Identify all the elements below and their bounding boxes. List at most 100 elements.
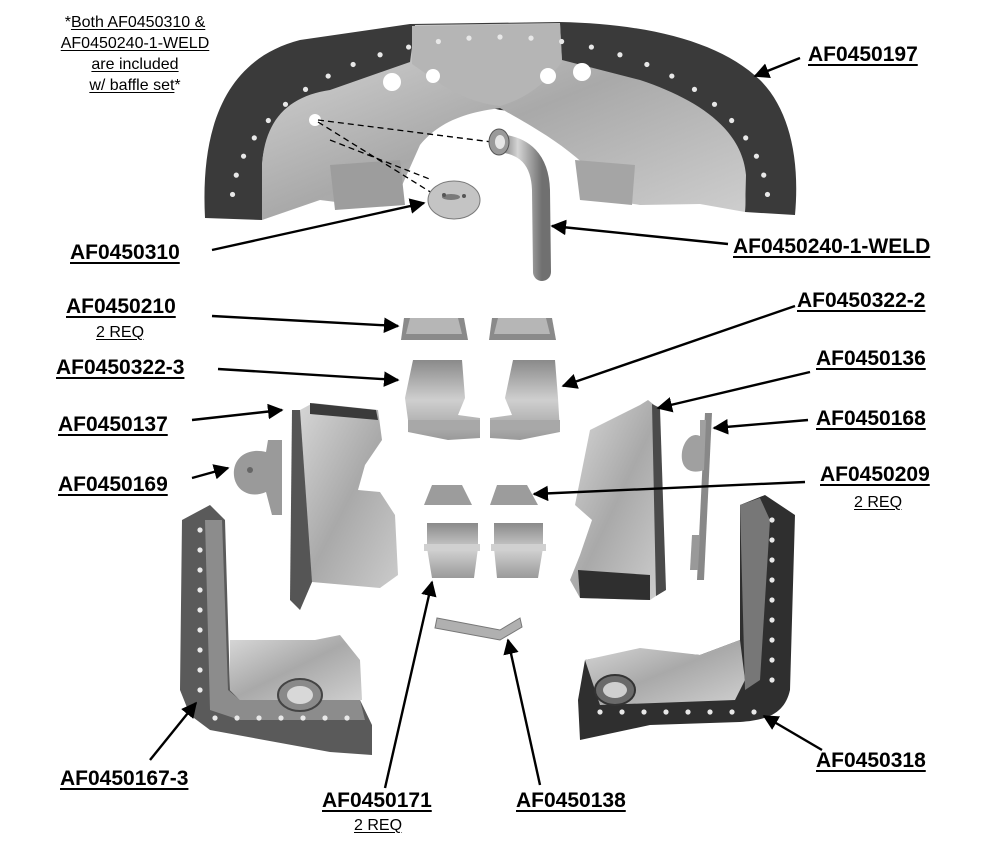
arrow-af0450197: [753, 56, 801, 79]
part-af0450169: [233, 440, 282, 515]
rivet: [753, 153, 760, 159]
rivet: [197, 547, 203, 553]
rivet: [729, 117, 735, 124]
rivet: [769, 577, 775, 583]
rivet: [256, 715, 262, 721]
arrow-af0450322-2: [561, 304, 796, 389]
rivet: [761, 172, 767, 178]
arrow-af0450318: [762, 714, 823, 752]
top-arch-outer-dark: [204, 22, 797, 220]
rivet: [197, 567, 203, 573]
rivet: [617, 52, 623, 58]
label-af0450310: AF0450310: [70, 241, 180, 264]
label-af0450169: AF0450169: [58, 473, 168, 496]
rivet: [377, 52, 383, 58]
part-af0450197: [204, 22, 797, 220]
arrow-af0450167-3: [149, 701, 197, 761]
arrow-af0450171: [383, 580, 437, 789]
rivet: [644, 61, 650, 68]
arrow-af0450136: [656, 370, 811, 413]
rivet: [769, 557, 775, 563]
note-line3: are included: [91, 56, 179, 73]
rivet: [769, 617, 775, 623]
rivet: [707, 709, 713, 715]
part-af0450138: [434, 617, 523, 641]
rivet: [322, 715, 328, 721]
rivet: [212, 715, 218, 721]
rivet: [240, 153, 247, 159]
top-arch-left-bracket: [330, 160, 405, 210]
label-af0450240-1-weld: AF0450240-1-WELD: [733, 235, 931, 258]
qty-af0450210: 2 REQ: [96, 324, 145, 341]
part-af0450240-1-weld: [488, 128, 551, 281]
part-af0450310: [427, 180, 481, 220]
note-suffix: *: [174, 77, 181, 94]
rivet: [325, 73, 331, 79]
arrow-af0450240: [550, 219, 729, 246]
rivet: [300, 715, 306, 721]
label-af0450136: AF0450136: [816, 347, 926, 370]
rivet: [251, 135, 257, 141]
label-af0450171: AF0450171: [322, 789, 432, 812]
part-af0450171: [424, 523, 546, 578]
part-af0450137: [290, 403, 398, 610]
part-af0450318: [578, 495, 795, 740]
rivet: [197, 687, 203, 693]
part-af0450167-3: [180, 505, 372, 755]
rivet: [197, 587, 203, 593]
rivet: [743, 135, 749, 141]
top-arch-right-bracket: [575, 160, 635, 205]
rivet: [691, 86, 698, 93]
arrow-af0450209: [532, 480, 806, 502]
rivet: [197, 527, 203, 533]
note-line2: AF0450240-1-WELD: [60, 35, 210, 52]
rivet: [729, 709, 735, 715]
arrow-af0450210: [211, 314, 400, 334]
rivet: [197, 627, 203, 633]
keyhole-4: [573, 63, 591, 81]
rivet: [282, 101, 289, 107]
rivet-row: [229, 34, 771, 198]
rivet: [619, 709, 625, 715]
part-af0450168: [681, 413, 712, 580]
qty-af0450171: 2 REQ: [354, 817, 403, 834]
rivet: [769, 537, 775, 543]
label-af0450210: AF0450210: [66, 295, 176, 318]
rivet: [265, 117, 271, 124]
rivet: [302, 86, 309, 93]
rivet: [769, 637, 775, 643]
label-af0450209: AF0450209: [820, 463, 930, 486]
rivet: [588, 44, 594, 50]
label-af0450168: AF0450168: [816, 407, 926, 430]
note-prefix: *: [64, 14, 71, 31]
rivet: [350, 61, 356, 68]
rivet: [769, 677, 775, 683]
note-line1: Both AF0450310 &: [70, 14, 206, 31]
rivet: [344, 715, 350, 721]
rivet: [769, 597, 775, 603]
rivet: [233, 172, 239, 178]
rivet: [229, 191, 236, 198]
assembly-guides: [317, 119, 493, 199]
rivet: [234, 715, 240, 721]
part-af0450210: [401, 318, 556, 340]
rivet: [769, 517, 775, 523]
rivet: [597, 709, 603, 715]
keyhole-1: [383, 73, 401, 91]
rivet: [641, 709, 647, 715]
label-af0450322-2: AF0450322-2: [797, 289, 926, 312]
part-af0450136: [570, 400, 666, 600]
rivet-row: [597, 517, 775, 715]
rivet: [764, 191, 771, 198]
hole-left: [309, 114, 321, 126]
arrow-af0450168: [712, 418, 809, 435]
rivet: [769, 657, 775, 663]
rivet: [197, 647, 203, 653]
keyhole-3: [540, 68, 556, 84]
label-af0450137: AF0450137: [58, 413, 168, 436]
rivet: [197, 607, 203, 613]
arrow-af0450322-3: [217, 367, 400, 387]
rivet: [497, 34, 503, 40]
rivet: [663, 709, 669, 715]
